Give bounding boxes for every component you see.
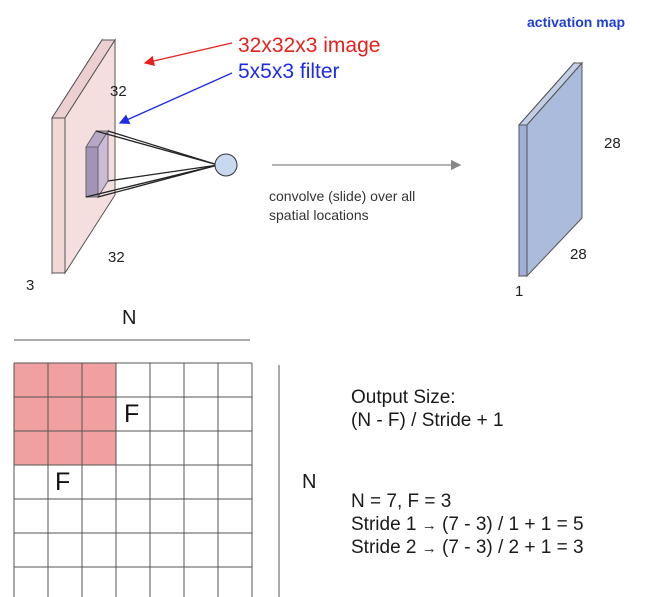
filter-volume	[85, 129, 109, 199]
output-height-label: 28	[604, 135, 621, 152]
stride1-row: Stride 1 → (7 - 3) / 1 + 1 = 5	[351, 513, 584, 537]
receptive-field-lines	[85, 130, 219, 198]
input-height-label: 32	[110, 83, 127, 100]
filter-highlight	[14, 363, 116, 465]
n-top-label: N	[122, 307, 137, 329]
example-given: N = 7, F = 3	[351, 491, 452, 512]
convolve-text-line1: convolve (slide) over all	[269, 188, 416, 204]
arrow-icon: →	[421, 540, 437, 557]
image-label-arrow	[143, 42, 233, 67]
image-label: 32x32x3 image	[238, 34, 381, 57]
stride2-label: Stride 2	[351, 537, 417, 558]
filter-label-arrow	[118, 72, 233, 125]
stride1-expression: (7 - 3) / 1 + 1 = 5	[442, 514, 584, 535]
convolve-text-line2: spatial locations	[269, 207, 369, 223]
output-size-formula: (N - F) / Stride + 1	[351, 410, 504, 431]
output-depth-label: 1	[515, 283, 524, 300]
stride1-label: Stride 1	[351, 514, 417, 535]
output-size-title: Output Size:	[351, 387, 456, 408]
neuron-circle	[214, 153, 238, 177]
filter-height-label: F	[55, 468, 71, 496]
arrow-icon: →	[421, 517, 437, 534]
activation-map-label: activation map	[527, 14, 626, 30]
input-grid	[13, 362, 253, 597]
input-depth-label: 3	[26, 277, 35, 294]
input-width-label: 32	[108, 249, 125, 266]
n-side-label: N	[302, 471, 317, 493]
stride2-expression: (7 - 3) / 2 + 1 = 3	[442, 537, 584, 558]
filter-width-label: F	[124, 400, 140, 428]
output-width-label: 28	[570, 246, 587, 263]
activation-map-volume	[517, 61, 584, 278]
filter-label: 5x5x3 filter	[238, 60, 340, 83]
stride2-row: Stride 2 → (7 - 3) / 2 + 1 = 3	[351, 536, 584, 560]
